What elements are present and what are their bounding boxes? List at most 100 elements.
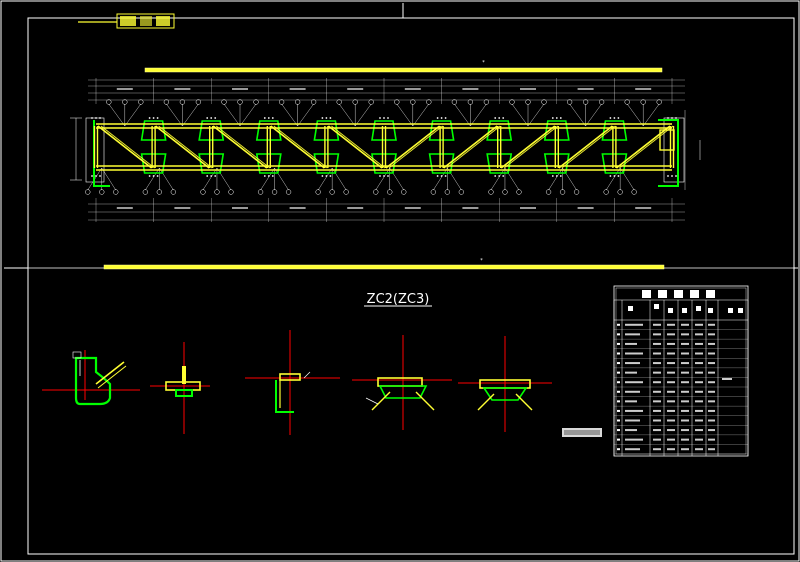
diagonal-member xyxy=(615,125,671,169)
leader-bubble xyxy=(221,99,227,105)
leader-line xyxy=(527,103,545,127)
bolt-mark xyxy=(263,117,266,119)
leader-bubble xyxy=(603,189,609,195)
bolt-mark xyxy=(321,117,324,119)
leader-line xyxy=(124,103,141,127)
table-cell-mark xyxy=(667,448,675,451)
leader-bubble xyxy=(368,99,374,105)
table-cell-mark xyxy=(667,362,675,365)
node-detail-5 xyxy=(458,336,552,432)
leader-bubble xyxy=(541,99,547,105)
bolt-mark xyxy=(148,117,151,119)
bolt-mark xyxy=(387,117,389,119)
leader-line xyxy=(585,103,602,127)
bolt-mark xyxy=(555,175,558,177)
table-cell-mark xyxy=(681,362,689,365)
table-title-glyph xyxy=(642,290,651,298)
leader-bubble xyxy=(458,189,465,195)
table-cell-mark xyxy=(695,323,703,326)
svg-text:*: * xyxy=(480,258,483,264)
leader-bubble xyxy=(310,99,317,105)
bolt-mark xyxy=(379,117,381,119)
leader-bubble xyxy=(113,189,119,195)
table-cell-mark xyxy=(708,342,715,345)
leader-line xyxy=(548,167,563,191)
leader-line xyxy=(627,103,644,127)
diagonal-member xyxy=(155,125,210,169)
title-stamp xyxy=(78,13,175,29)
bolt-mark xyxy=(383,117,385,119)
leader-bubble xyxy=(156,189,163,195)
leader-line xyxy=(216,167,232,191)
bolt-mark xyxy=(559,117,562,119)
table-cell-mark xyxy=(653,390,661,393)
table-cell-mark xyxy=(625,342,637,345)
top-member-bar xyxy=(144,67,663,73)
leader-line xyxy=(108,103,125,127)
dim-text-mark xyxy=(635,88,652,90)
table-cell-mark xyxy=(695,371,703,374)
leader-bubble xyxy=(315,189,321,195)
diagonal-member xyxy=(327,125,383,169)
diagonal-member xyxy=(503,125,559,169)
table-cell-mark xyxy=(653,362,661,365)
leader-bubble xyxy=(373,189,379,195)
gusset-plate xyxy=(175,389,193,397)
leader-bubble xyxy=(294,99,301,105)
table-cell-mark xyxy=(653,342,661,345)
leader-line xyxy=(145,167,160,191)
dim-text-mark xyxy=(577,207,594,209)
leader-bubble xyxy=(430,189,437,195)
table-cell-mark xyxy=(667,409,675,412)
leader-bubble xyxy=(85,189,91,195)
leader-bubble xyxy=(336,99,342,105)
leader-bubble xyxy=(99,189,105,195)
bolt-mark xyxy=(444,117,447,119)
table-cell-mark xyxy=(695,352,703,355)
table-title-glyph xyxy=(658,290,667,298)
table-cell-mark xyxy=(617,400,620,403)
diagonal-member xyxy=(515,393,533,411)
bolt-mark xyxy=(440,175,443,177)
table-cell-mark xyxy=(681,400,689,403)
table-cell-mark xyxy=(708,352,715,355)
leader-line xyxy=(447,167,462,191)
table-cell-mark xyxy=(625,409,643,412)
leader-bubble xyxy=(566,99,573,105)
leader-line xyxy=(375,167,390,191)
leader-bubble xyxy=(483,99,490,105)
bolt-mark xyxy=(387,175,389,177)
bolt-mark xyxy=(498,175,501,177)
table-cell-mark xyxy=(667,419,675,422)
leader-bubble xyxy=(410,99,416,105)
bolt-mark xyxy=(494,117,497,119)
table-header-glyph xyxy=(696,306,701,311)
bolt-mark xyxy=(675,175,677,177)
table-cell-mark xyxy=(667,400,675,403)
bolt-mark xyxy=(502,117,505,119)
bolt-mark xyxy=(494,175,497,177)
table-cell-mark xyxy=(667,390,675,393)
leader-line xyxy=(159,167,174,191)
table-cell-mark xyxy=(617,429,620,432)
dim-text-mark xyxy=(404,207,421,209)
leader-bubble xyxy=(163,99,170,105)
leader-bubble xyxy=(516,189,522,195)
dim-text-mark xyxy=(404,88,421,90)
table-cell-mark xyxy=(625,429,637,432)
diagonal-member xyxy=(388,125,443,169)
dim-text-mark xyxy=(289,88,306,90)
leader-bubble xyxy=(525,99,531,105)
bolt-mark xyxy=(91,117,93,119)
table-cell-mark xyxy=(681,409,689,412)
diagonal-member xyxy=(385,125,441,169)
node-detail-2 xyxy=(150,342,210,434)
dim-text-mark xyxy=(232,207,248,209)
dim-text-mark xyxy=(289,207,306,209)
leader-bubble xyxy=(343,189,349,195)
leader-bubble xyxy=(656,99,662,105)
leader-line xyxy=(511,103,529,127)
bolt-mark xyxy=(214,117,217,119)
gusset-plate-top xyxy=(313,120,340,141)
bolt-mark xyxy=(156,175,159,177)
